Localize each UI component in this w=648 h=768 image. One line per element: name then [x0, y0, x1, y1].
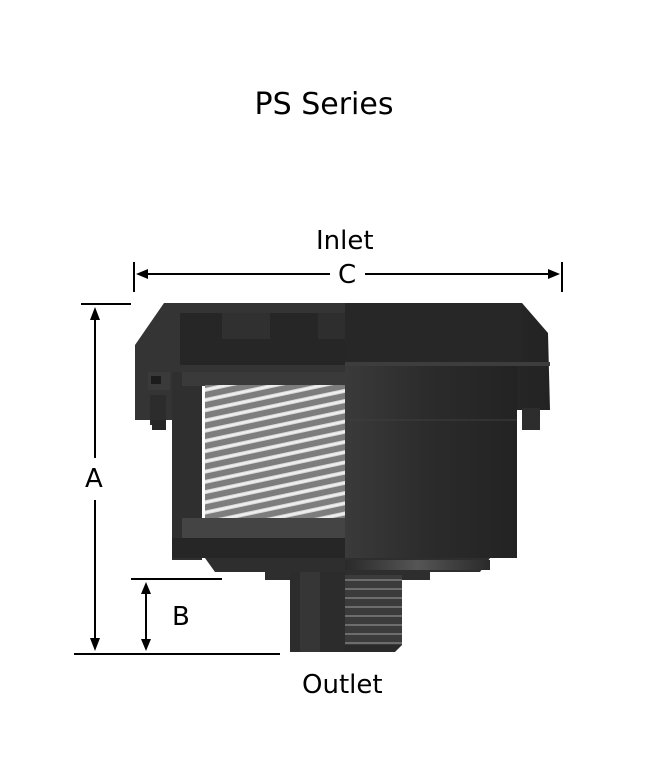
dimension-a-label: A — [85, 464, 103, 494]
outlet-label: Outlet — [302, 670, 383, 700]
inlet-label: Inlet — [316, 226, 374, 256]
dimension-b — [131, 578, 222, 651]
diagram-title: PS Series — [254, 87, 394, 122]
dimension-a — [74, 303, 280, 655]
dimension-b-label: B — [172, 602, 190, 632]
dimension-c — [133, 262, 563, 292]
filter-bowl — [172, 366, 517, 560]
dimension-c-label: C — [338, 260, 357, 290]
filter-cap-cutaway — [135, 303, 345, 430]
outlet-fitting — [205, 558, 490, 652]
